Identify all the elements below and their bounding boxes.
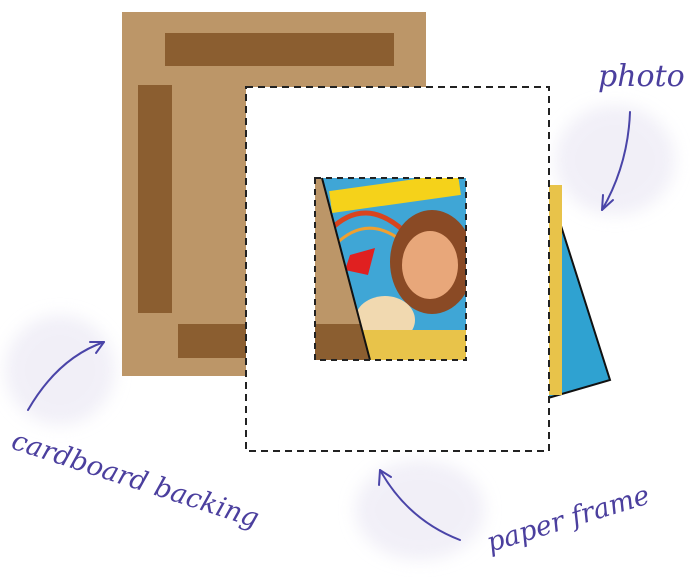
- label-paper-frame: paper frame: [483, 480, 653, 559]
- smudge-frame: [355, 460, 485, 560]
- cardboard-strip-left: [138, 85, 172, 313]
- smudge-photo: [555, 105, 675, 215]
- photo-print-strip: [548, 185, 562, 395]
- label-cardboard-backing: cardboard backing: [8, 425, 263, 534]
- frame-window: [315, 173, 474, 360]
- cardboard-strip-top: [165, 33, 394, 66]
- label-photo: photo: [598, 59, 685, 94]
